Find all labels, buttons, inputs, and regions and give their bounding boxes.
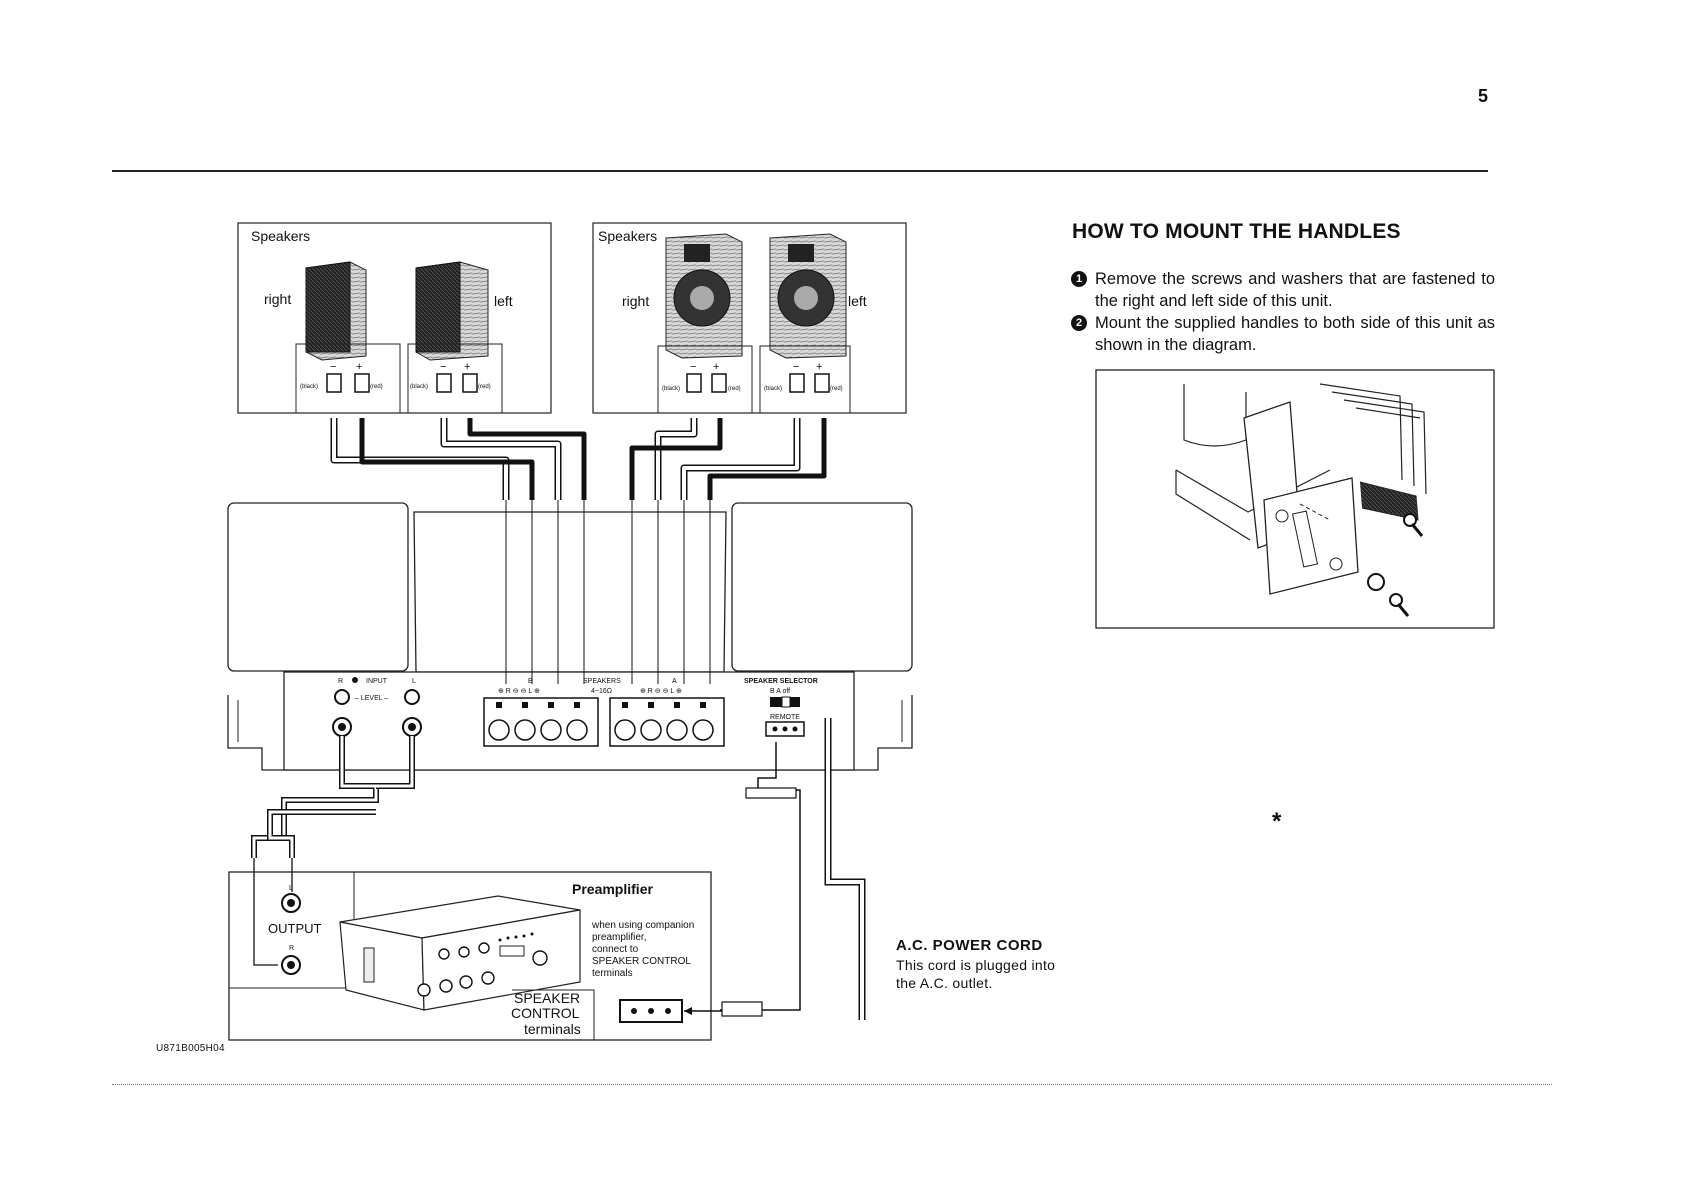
top-rule bbox=[112, 170, 1488, 172]
speakers-panel-left: Speakers right left − + − + (black) (red… bbox=[237, 222, 552, 414]
black-label: (black) bbox=[300, 384, 318, 390]
black-label: (black) bbox=[662, 386, 680, 392]
input-l-label: L bbox=[412, 678, 416, 685]
output-label: OUTPUT bbox=[268, 921, 322, 936]
handle-mount-diagram bbox=[1095, 369, 1495, 629]
speakers-panel-left-title: Speakers bbox=[251, 228, 310, 244]
terminal-minus-label: − bbox=[690, 361, 696, 373]
red-label: (red) bbox=[728, 386, 741, 392]
black-label: (black) bbox=[410, 384, 428, 390]
bottom-rule bbox=[112, 1084, 1552, 1085]
speaker-terminals-b bbox=[483, 697, 599, 747]
red-label: (red) bbox=[830, 386, 843, 392]
preamplifier-unit bbox=[339, 895, 581, 1011]
step-2: 2 Mount the supplied handles to both sid… bbox=[1071, 312, 1495, 356]
speaker-right-floor bbox=[665, 233, 743, 359]
terminal-plus-label: + bbox=[356, 361, 362, 373]
power-amplifier: R INPUT L – LEVEL – SPEAKERS B A ⊕ R ⊖ ⊖… bbox=[227, 500, 913, 771]
document-code: U871B005H04 bbox=[156, 1043, 225, 1054]
red-label: (red) bbox=[370, 384, 383, 390]
speaker-terminals-right-panel: − + − + (black) (red) (black) (red) bbox=[662, 361, 843, 393]
speaker-cables bbox=[330, 418, 827, 500]
red-label: (red) bbox=[478, 384, 491, 390]
speaker-terminals-a bbox=[609, 697, 725, 747]
impedance-label: 4~16Ω bbox=[591, 688, 612, 695]
group-b-label: B bbox=[528, 678, 533, 685]
svg-text:when using companion: when using companion bbox=[591, 920, 694, 931]
input-r-label: R bbox=[338, 678, 343, 685]
preamp-note: when using companion preamplifier, conne… bbox=[591, 920, 694, 979]
speaker-left-label: left bbox=[848, 293, 867, 309]
output-l-label: L bbox=[289, 885, 293, 892]
remote-plug bbox=[745, 787, 797, 799]
speaker-control-label: CONTROL bbox=[511, 1005, 580, 1021]
output-r-label: R bbox=[289, 945, 294, 952]
terminal-plus-label: + bbox=[464, 361, 470, 373]
asterisk-mark: * bbox=[1272, 808, 1282, 835]
preamplifier-panel: Preamplifier L OUTPUT R when bbox=[228, 858, 722, 1041]
terminal-signs-a: ⊕ R ⊖ ⊖ L ⊕ bbox=[640, 688, 682, 695]
step-1: 1 Remove the screws and washers that are… bbox=[1071, 268, 1495, 312]
svg-text:connect to: connect to bbox=[592, 944, 639, 955]
remote-label: REMOTE bbox=[770, 714, 800, 721]
speaker-left-label: left bbox=[494, 293, 513, 309]
step-number-icon: 2 bbox=[1071, 315, 1087, 331]
speakers-panel-right-title: Speakers bbox=[598, 228, 657, 244]
input-label: INPUT bbox=[366, 678, 388, 685]
terminal-signs-b: ⊕ R ⊖ ⊖ L ⊕ bbox=[498, 688, 540, 695]
power-cord bbox=[720, 718, 866, 1020]
speakers-panel-right: Speakers right left − + − + (black) (red… bbox=[592, 222, 907, 414]
speaker-left-floor bbox=[769, 233, 847, 359]
step-1-text: Remove the screws and washers that are f… bbox=[1095, 270, 1495, 310]
speaker-selector-label: SPEAKER SELECTOR bbox=[744, 678, 818, 685]
terminal-minus-label: − bbox=[440, 361, 446, 373]
preamplifier-title: Preamplifier bbox=[572, 881, 653, 897]
terminal-minus-label: − bbox=[793, 361, 799, 373]
svg-text:terminals: terminals bbox=[592, 968, 633, 979]
section-title: HOW TO MOUNT THE HANDLES bbox=[1072, 220, 1401, 243]
speaker-right-bookshelf bbox=[305, 261, 367, 361]
power-cord-description: This cord is plugged into the A.C. outle… bbox=[896, 957, 1056, 991]
speaker-terminals-left-panel: − + − + (black) (red) (black) (red) bbox=[300, 361, 491, 393]
page-number: 5 bbox=[1478, 86, 1489, 106]
speaker-right-label: right bbox=[622, 293, 649, 309]
speakers-label: SPEAKERS bbox=[583, 678, 621, 685]
terminal-plus-label: + bbox=[713, 361, 719, 373]
selector-positions: B A off bbox=[770, 688, 790, 695]
black-label: (black) bbox=[764, 386, 782, 392]
step-number-icon: 1 bbox=[1071, 271, 1087, 287]
step-2-text: Mount the supplied handles to both side … bbox=[1095, 314, 1495, 354]
level-knob-r bbox=[334, 689, 350, 705]
speaker-control-label: SPEAKER bbox=[514, 990, 580, 1006]
speaker-control-label: terminals bbox=[524, 1021, 581, 1037]
speaker-left-bookshelf bbox=[415, 261, 489, 361]
level-label: – LEVEL – bbox=[355, 695, 388, 702]
screw-icon bbox=[1367, 513, 1424, 617]
level-knob-l bbox=[404, 689, 420, 705]
input-cable bbox=[251, 736, 415, 858]
svg-text:SPEAKER CONTROL: SPEAKER CONTROL bbox=[592, 956, 691, 967]
svg-text:preamplifier,: preamplifier, bbox=[592, 932, 646, 943]
power-cord-title: A.C. POWER CORD bbox=[896, 937, 1043, 954]
terminal-minus-label: − bbox=[330, 361, 336, 373]
terminal-plus-label: + bbox=[816, 361, 822, 373]
speaker-control-plug bbox=[721, 1001, 763, 1017]
speaker-right-label: right bbox=[264, 291, 291, 307]
group-a-label: A bbox=[672, 678, 677, 685]
